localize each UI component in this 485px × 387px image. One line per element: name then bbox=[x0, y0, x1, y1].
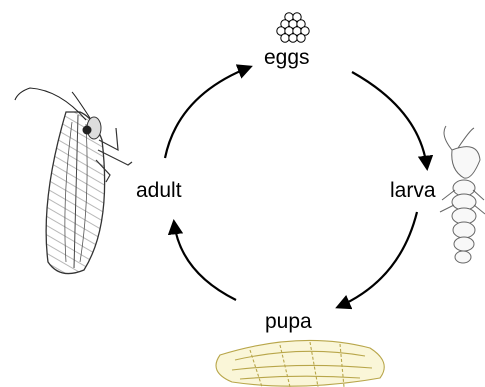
lacewing-adult-drawing bbox=[15, 88, 132, 274]
arrow-pupa-to-adult bbox=[174, 222, 236, 300]
arrow-adult-to-eggs bbox=[165, 67, 250, 158]
lacewing-larva-drawing bbox=[440, 126, 485, 263]
stage-label-eggs: eggs bbox=[264, 46, 310, 69]
arrow-larva-to-pupa bbox=[338, 212, 417, 307]
cycle-arrows bbox=[165, 67, 427, 307]
lacewing-pupa-drawing bbox=[216, 340, 384, 387]
stage-label-larva: larva bbox=[390, 179, 436, 202]
stage-label-pupa: pupa bbox=[265, 310, 312, 333]
eggs-cluster-icon bbox=[277, 13, 309, 42]
stage-label-adult: adult bbox=[136, 179, 182, 202]
arrow-eggs-to-larva bbox=[352, 72, 427, 168]
